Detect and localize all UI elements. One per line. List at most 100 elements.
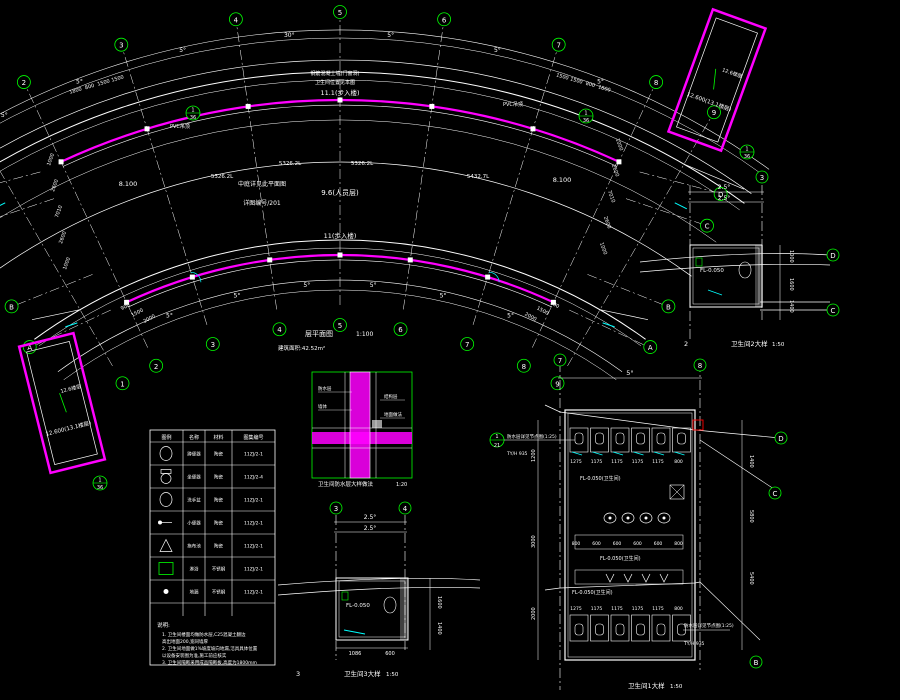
toilet1-scale: 1:50 (670, 684, 683, 690)
toilet1-rowdim-1: 1175 (591, 459, 603, 465)
toilet3-dim-s2: 1400 (436, 622, 442, 635)
toilet2-axis-c: C (831, 307, 836, 315)
angle-dim-top: 5° (597, 78, 604, 85)
plan-title: 层平面图 (305, 330, 333, 338)
rotated-room-bottom-left-note: 12.6楼层 (60, 383, 82, 395)
toilet1-stalls-top (569, 427, 691, 456)
toilet1-axis-7: 7 (558, 357, 562, 365)
legend-name: 小便器 (187, 520, 201, 527)
dim-bottom-right: 1500 (535, 305, 549, 316)
legend-symbol (160, 469, 172, 484)
legend-material: 不锈钢 (212, 589, 226, 596)
toilet1-dim-l3: 2000 (531, 607, 537, 620)
toilet3-dim-b1: 1086 (349, 651, 362, 657)
axis-top-7: 7 (556, 42, 560, 50)
axis-bottom-circle (460, 337, 475, 351)
callout-c-sheet: 36 (744, 154, 750, 160)
axis-bottom-8: 8 (522, 363, 526, 371)
level-right: 8.100 (553, 176, 572, 184)
legend-ref: 11ZJ/2-1 (244, 452, 263, 458)
angle-dim-top: 5° (179, 47, 186, 54)
dim-top-right: 1500 (569, 76, 583, 85)
toilet2-angle-2: 2.5° (718, 195, 731, 202)
angle-dim-bottom: 5° (303, 282, 310, 289)
toilet3-title: 卫生间3大样 (344, 669, 381, 678)
angle-dim-bottom: 5° (507, 313, 514, 320)
toilet2-axis-d: D (830, 252, 835, 260)
toilet1-dim-r1: 1400 (748, 455, 754, 468)
toilet1-level-1: FL-0.050(卫生间) (580, 475, 621, 482)
angle-dim-bottom: 5° (234, 292, 241, 299)
callout-c-num: 1 (745, 147, 748, 153)
legend-symbol (158, 562, 174, 575)
toilet2-angle-1: 2.5° (718, 184, 731, 191)
toilet2-scale: 1:50 (772, 342, 785, 348)
toilet1-callout-bottom-ref: TY/H 935 (683, 641, 705, 647)
angle-dim-top: 30° (284, 32, 295, 39)
axis-side-A: A (27, 344, 32, 352)
callout-b-sheet: 36 (583, 118, 589, 124)
legend-name: 蹲便器 (187, 451, 201, 458)
top-callout: 钢筋混凝土墙(门窗洞) (311, 70, 360, 77)
legend-name: 淋浴 (190, 566, 199, 573)
dim-top-left: 1500 (111, 74, 125, 83)
toilet-1-detail: 5° 7 8 D C B FL-0.050(卫生间) FL-0.050(卫生间)… (489, 353, 788, 690)
legend-name: 洗手盆 (187, 497, 201, 504)
legend-grid-lines (150, 430, 275, 616)
toilet1-rowdim-2: 600 (592, 541, 601, 547)
legend-symbol (163, 589, 169, 594)
toilet-3-detail: 2.5° 2.5° FL-0.050 1086 600 1600 1400 3 … (277, 501, 481, 678)
toilet1-rowdim-3: 1175 (591, 606, 603, 612)
toilet1-axis-8: 8 (698, 362, 702, 370)
arc-dim-2: 5326.2L (351, 161, 374, 167)
dim-bottom-left: 1500 (131, 307, 145, 318)
dim-bottom-right: 900 (549, 300, 560, 310)
axis-bottom-7: 7 (465, 341, 469, 349)
axis-top-4: 4 (234, 16, 239, 24)
legend-header: 图例 (161, 434, 171, 441)
level-center: 9.6(人员层) (321, 189, 359, 197)
toilet1-rowdim-2: 800 (674, 541, 683, 547)
legend-header: 图集编号 (243, 434, 263, 441)
dim-top-right: 800 (585, 81, 596, 89)
axis-top-circle (333, 5, 347, 19)
center-note-ref: 详图编号/201 (243, 199, 281, 207)
top-callout-2: 卫生间位置见本图 (315, 79, 355, 86)
plan-axis-markers: 123456789123456789DCBADCBA (4, 5, 728, 391)
toilet2-axis-3: 3 (760, 174, 764, 182)
axis-side-B: B (9, 303, 14, 311)
toilet1-rowdim-2: 800 (572, 541, 581, 547)
axis-side-C: C (705, 223, 710, 231)
toilet1-rowdim-2: 600 (613, 541, 622, 547)
callout-pvc-right: PVC吊顶 (503, 102, 523, 108)
legend-symbol (159, 492, 173, 507)
level-left: 8.100 (119, 180, 138, 188)
legend-ref: 11ZJ/2-1 (244, 521, 263, 527)
legend-note-2: 高出地面200,宽同墙厚 (162, 638, 209, 645)
toilet1-rowdim-3: 800 (674, 606, 683, 612)
axis-bottom-circle (393, 322, 408, 337)
legend-note-4: 以设备安装图为准,施工前应核实 (162, 652, 227, 659)
toilet1-level-3: FL-0.050(卫生间) (572, 589, 613, 596)
legend-material: 陶瓷 (214, 520, 223, 527)
toilet1-callout-top: 防水层详见节点图(1:25) (507, 433, 557, 440)
axis-bottom-3: 3 (211, 341, 215, 349)
axis-side-A: A (648, 344, 653, 352)
legend-header: 材料 (213, 434, 223, 441)
angle-dim-bottom: 5° (370, 282, 377, 289)
dim-right-vertical: 1000 (614, 138, 624, 152)
dim-right-vertical: 1000 (598, 242, 608, 256)
toilet3-axis-3: 3 (334, 505, 338, 513)
axis-top-8: 8 (654, 79, 658, 87)
toilet1-callout-bottom: 防水层详见节点图(1:25) (684, 622, 734, 629)
toilet1-rowdim-2: 600 (654, 541, 663, 547)
legend-symbol (158, 520, 172, 525)
toilet-2-detail: 2.5° 2.5° FL-0.050 1000 1600 1400 3 D C … (639, 170, 840, 348)
legend-name: 地漏 (190, 589, 199, 596)
plan-area-note: 建筑面积:42.52m² (278, 344, 325, 352)
toilet3-dim-s1: 1600 (436, 596, 442, 609)
toilet1-rowdim-3: 1175 (652, 606, 664, 612)
